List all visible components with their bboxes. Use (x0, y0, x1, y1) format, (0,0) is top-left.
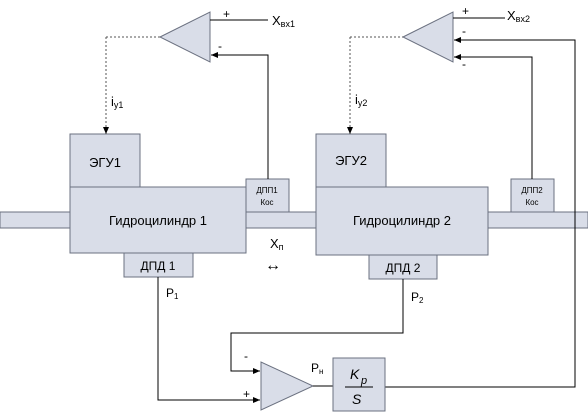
cylinder-1-label: Гидроцилиндр 1 (109, 213, 207, 228)
dpd2-block (368, 254, 438, 280)
dpd1-block (123, 252, 194, 278)
amp1-plus-sign: + (223, 7, 230, 21)
transfer-denominator: S (352, 391, 362, 407)
amp2-minus-bottom-sign: - (462, 57, 466, 71)
egu1-label: ЭГУ1 (89, 155, 121, 170)
dpp2-label-line1: ДПП2 (521, 186, 543, 195)
iy2-label: iу2 (355, 92, 367, 108)
amplifier-2 (401, 11, 454, 63)
dpp2-label-line2: Кос (525, 198, 538, 207)
dpp1-label-line2: Кос (260, 198, 273, 207)
dpp1-label-line1: ДПП1 (256, 186, 278, 195)
amp2-feedback-integrator-wire (385, 37, 576, 388)
cylinder-2-block (315, 186, 489, 256)
amp2-minus-top-sign: - (462, 24, 466, 38)
integrator-block (332, 357, 386, 412)
xvx2-label: Xвх2 (507, 8, 530, 24)
p1-to-amp3-wire (157, 277, 260, 403)
amp2-feedback-dpp2-wire (454, 54, 533, 179)
dpd1-label: ДПД 1 (141, 259, 176, 273)
amplifier-1 (158, 11, 211, 63)
amp1-feedback-wire (211, 52, 269, 179)
amp3-minus-sign: - (244, 349, 248, 363)
cylinder-2-label: Гидроцилиндр 2 (353, 213, 451, 228)
motion-arrow: ↔ (265, 257, 281, 274)
dpp2-block (510, 178, 555, 213)
iy1-label: iу1 (111, 94, 123, 110)
transfer-numerator-k: K (350, 366, 360, 382)
amplifier-3 (260, 361, 315, 411)
dpp1-block (245, 178, 290, 213)
dpd2-label: ДПД 2 (386, 261, 421, 275)
p1-label: P1 (166, 286, 179, 301)
p2-to-amp3-wire (230, 279, 404, 374)
egu2-block (315, 133, 387, 188)
amp3-plus-sign: + (243, 387, 250, 401)
amp1-minus-sign: - (218, 39, 222, 53)
p2-label: P2 (411, 290, 424, 305)
pn-label: Pн (311, 361, 323, 376)
transfer-numerator-p: p (360, 375, 367, 387)
egu2-label: ЭГУ2 (335, 153, 367, 168)
xvx1-label: Xвх1 (272, 13, 295, 29)
xp-label: Xп (270, 236, 284, 252)
amp2-plus-sign: + (462, 4, 469, 18)
egu1-block (69, 133, 141, 188)
